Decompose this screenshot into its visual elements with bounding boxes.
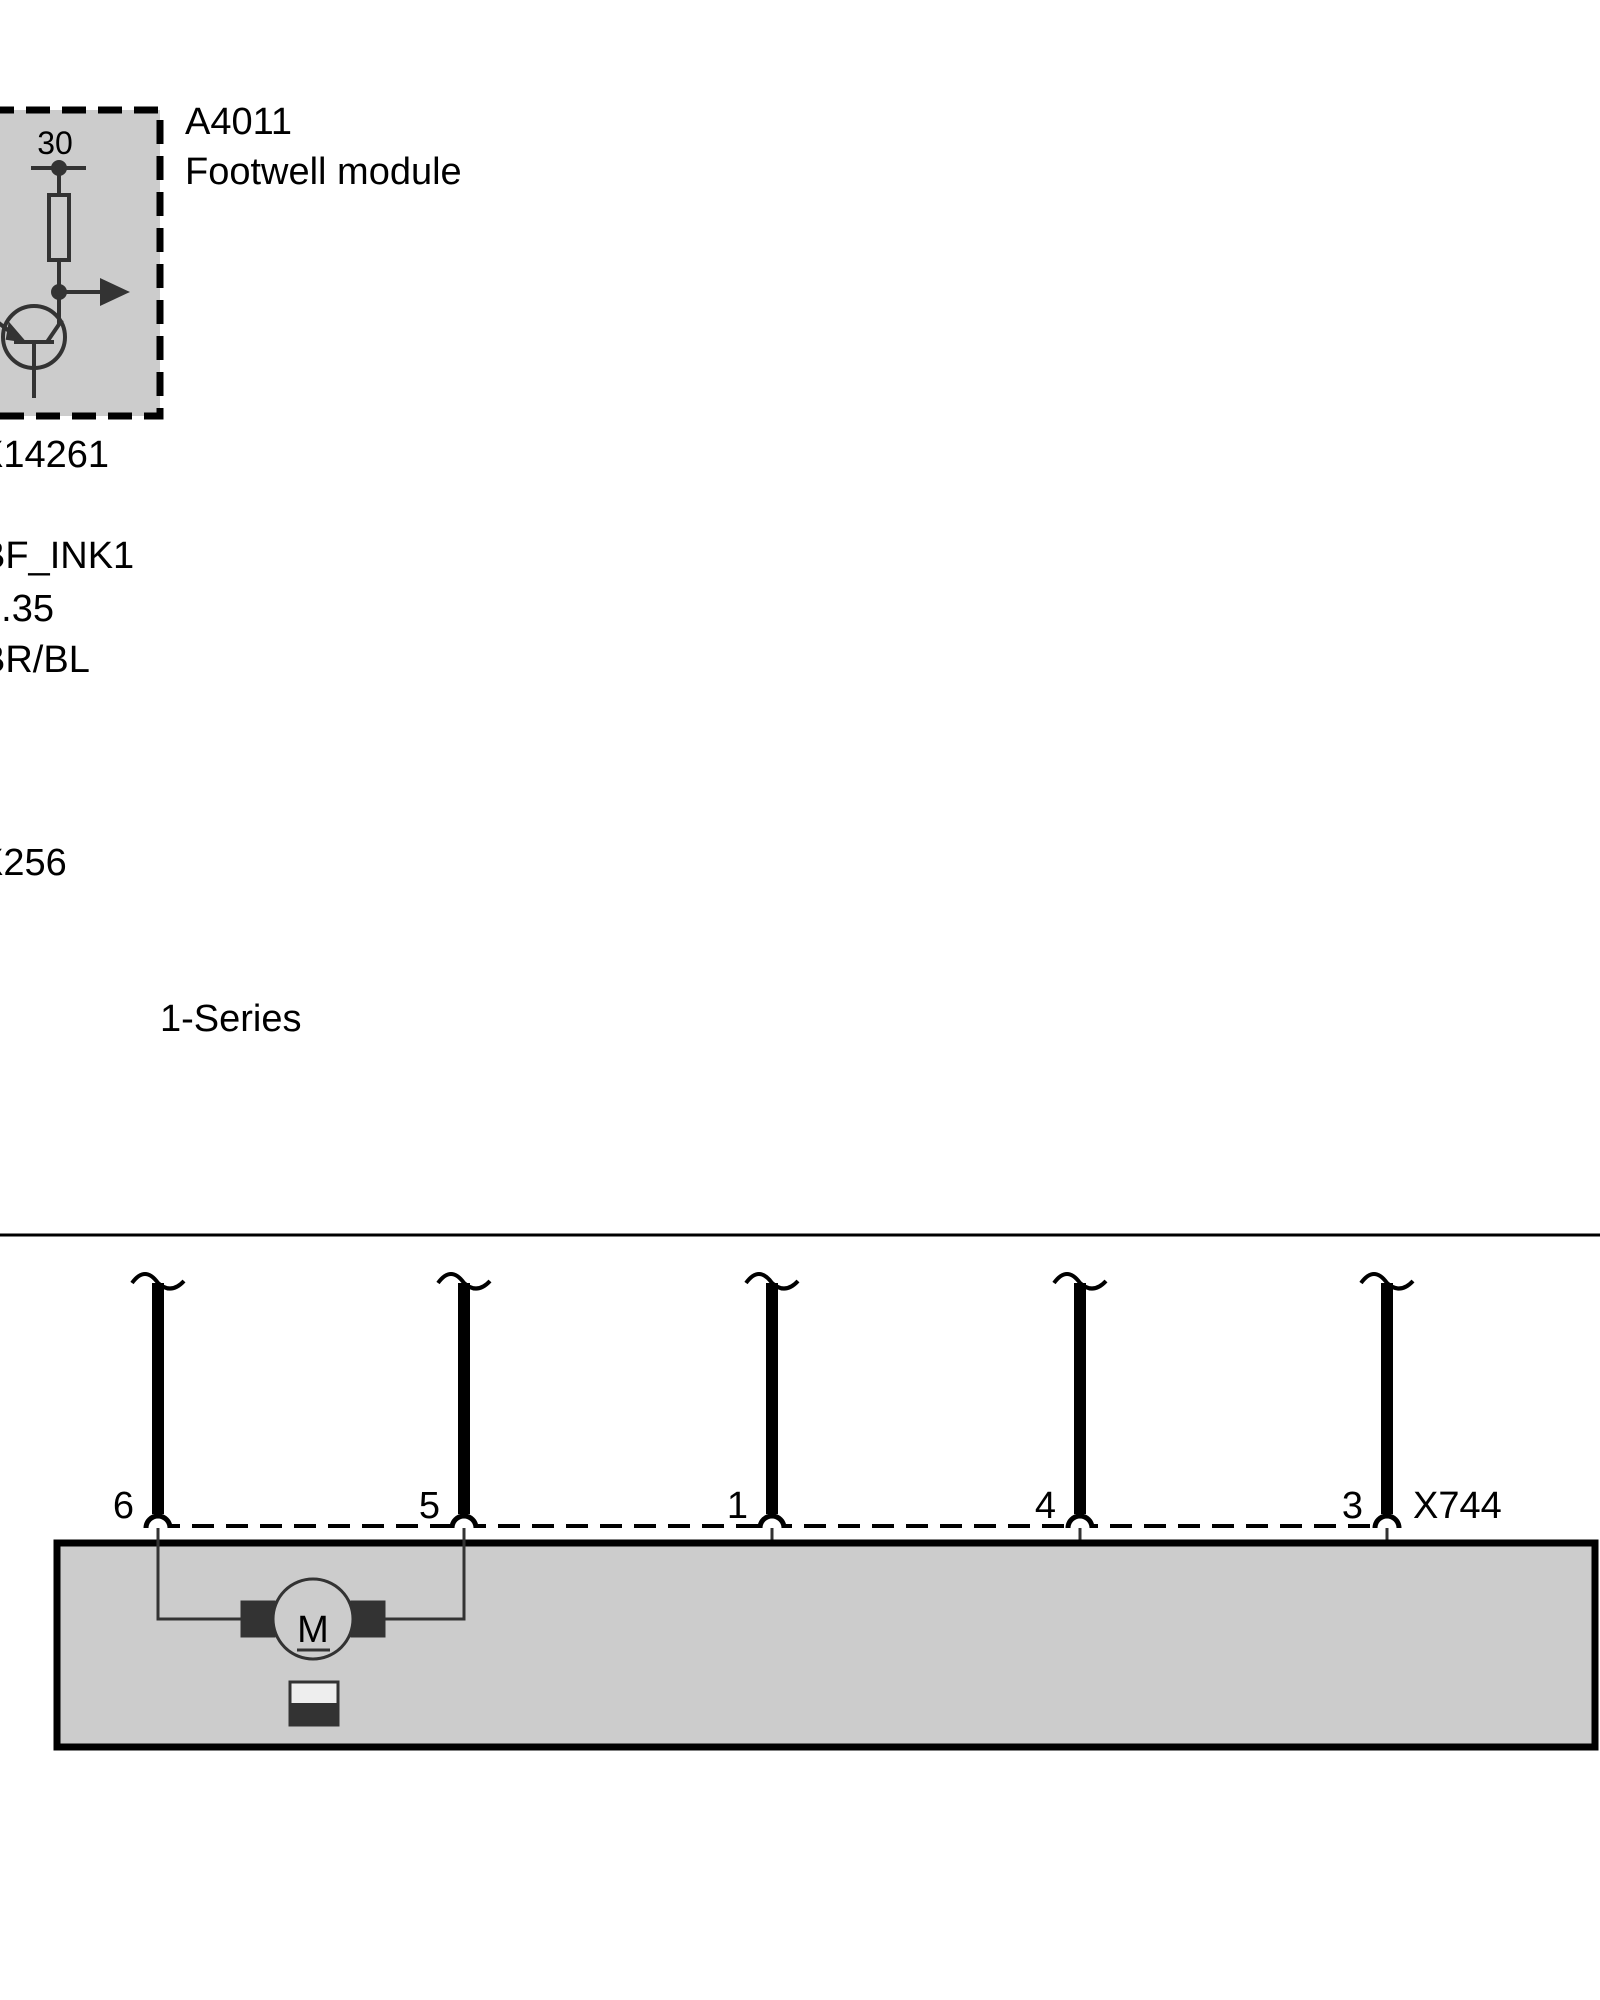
- module-id: A4011: [185, 101, 292, 143]
- wire-pin-1: 1: [727, 1272, 800, 1543]
- wire-signal-label: BF_INK1: [0, 535, 134, 577]
- pin-label: 5: [419, 1485, 440, 1527]
- pin-socket-icon: [1372, 1513, 1402, 1529]
- wire-pin-3: 3: [1342, 1272, 1415, 1543]
- terminal-label: 30: [37, 125, 73, 161]
- pin-label: 3: [1342, 1485, 1363, 1527]
- pin-socket-icon: [757, 1513, 787, 1529]
- variant-note: 1-Series: [160, 998, 302, 1040]
- pin-label: 4: [1035, 1485, 1056, 1527]
- actuator-position-icon: [288, 1680, 340, 1727]
- wire-color-label: BR/BL: [0, 639, 90, 681]
- module-dashed-outline: [0, 106, 164, 420]
- wire-pin-4: 4: [1035, 1272, 1108, 1543]
- pin-socket-icon: [449, 1513, 479, 1529]
- motor-label: M: [297, 1609, 329, 1651]
- pin-socket-icon: [143, 1513, 173, 1529]
- wire-pin-6: 6: [113, 1272, 186, 1543]
- wire-cross-section-label: 0.35: [0, 588, 54, 630]
- pin-label: 6: [113, 1485, 134, 1527]
- wire-pin-5: 5: [419, 1272, 492, 1543]
- footwell-module: 30: [0, 106, 164, 420]
- transistor-driver-symbol: [0, 160, 130, 398]
- splice-label: X256: [0, 842, 67, 884]
- module-connector-label: X14261: [0, 434, 109, 476]
- motor-symbol: M: [156, 1528, 466, 1661]
- pin-socket-icon: [1065, 1513, 1095, 1529]
- pin-label: 1: [727, 1485, 748, 1527]
- component-connector-label: X744: [1413, 1485, 1502, 1527]
- module-name: Footwell module: [185, 151, 462, 193]
